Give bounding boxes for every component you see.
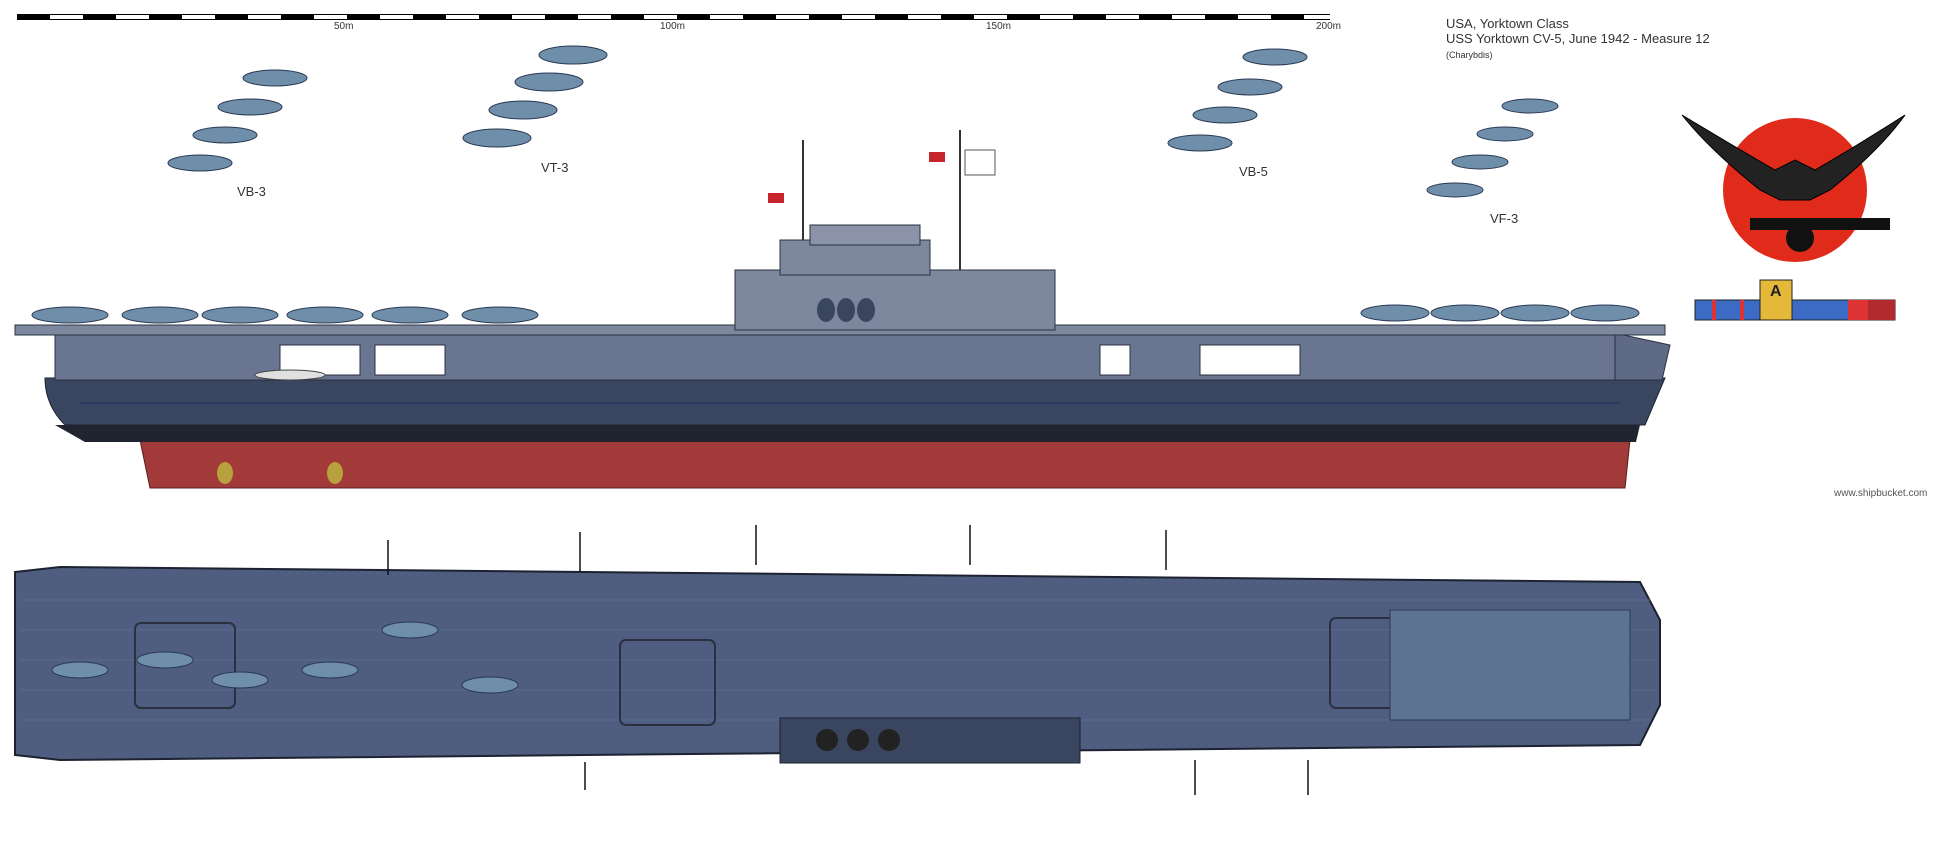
title-class: USA, Yorktown Class <box>1446 16 1569 31</box>
scale-tick-150m: 150m <box>986 21 1012 32</box>
scale-tick-50m: 50m <box>334 21 354 32</box>
title-author: (Charybdis) <box>1446 50 1493 60</box>
scale-tick-200m: 200m <box>1316 21 1342 32</box>
squadron-label-vb3: VB-3 <box>237 184 266 199</box>
eagle-icon <box>1681 114 1906 201</box>
island <box>734 130 1056 331</box>
upper-hull <box>44 377 1666 426</box>
propeller-icon <box>327 462 343 484</box>
squadron-label-vt3: VT-3 <box>541 160 569 175</box>
squadron-label-vb5: VB-5 <box>1239 164 1268 179</box>
ribbon-bar <box>1694 279 1896 321</box>
credit-link[interactable]: www.shipbucket.com <box>1834 488 1928 499</box>
squadron-label-vf3: VF-3 <box>1490 211 1519 226</box>
lower-hull <box>139 439 1631 489</box>
squadron-insignia <box>1681 114 1906 262</box>
elevator <box>134 622 236 709</box>
scale-tick-100m: 100m <box>660 21 686 32</box>
ribbon-letter: A <box>1770 283 1782 300</box>
plan-view <box>14 525 1661 795</box>
cannon-icon <box>1750 218 1890 230</box>
propeller-icon <box>217 462 233 484</box>
side-profile <box>14 130 1671 489</box>
aircraft-formations <box>167 45 1559 198</box>
flag-icon <box>929 152 945 162</box>
elevator <box>619 639 716 726</box>
title-ship: USS Yorktown CV-5, June 1942 - Measure 1… <box>1446 31 1710 46</box>
flight-deck <box>14 565 1661 762</box>
flag-icon <box>768 193 784 203</box>
scale-bar <box>17 14 1330 20</box>
